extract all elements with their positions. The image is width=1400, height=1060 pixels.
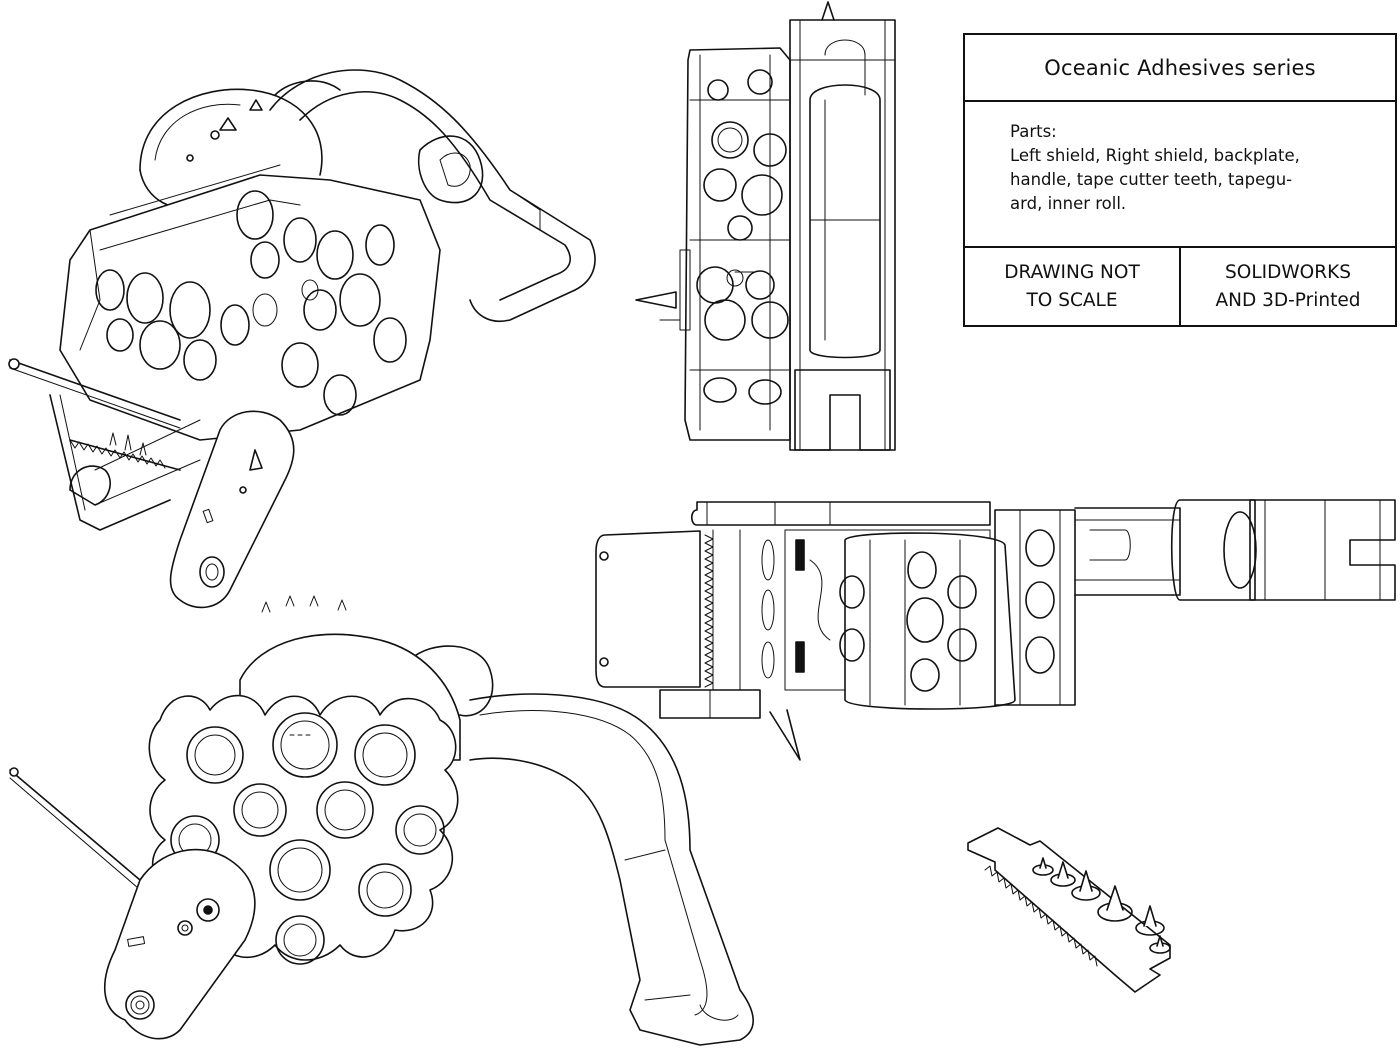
- shields-top: [761, 509, 1076, 710]
- spike-side: [635, 291, 677, 309]
- axle-rear: [9, 767, 141, 889]
- title-block-notes: DRAWING NOT TO SCALE SOLIDWORKS AND 3D-P…: [965, 248, 1395, 325]
- parts-line: handle, tape cutter teeth, tapegu-: [1010, 170, 1293, 189]
- isometric-view-bottom-left: [9, 595, 754, 1046]
- scale-note: DRAWING NOT TO SCALE: [965, 248, 1179, 325]
- side-view-top-center: [635, 1, 896, 451]
- inner-roll-top: [139, 80, 341, 209]
- parts-label: Parts:: [1010, 122, 1057, 141]
- software-note-line: AND 3D-Printed: [1215, 289, 1361, 311]
- backplate-top: [595, 501, 991, 719]
- roll-body-side: [684, 47, 791, 441]
- parts-list: Parts: Left shield, Right shield, backpl…: [965, 102, 1395, 248]
- backplate-iso: [8, 358, 201, 531]
- side-plate-rear: [104, 848, 256, 1040]
- cutter-teeth-iso: [69, 432, 181, 471]
- backplate-side: [789, 19, 896, 451]
- parts-line: ard, inner roll.: [1010, 194, 1127, 213]
- spike-top-view: [769, 709, 801, 761]
- parts-line: Left shield, Right shield, backplate,: [1010, 146, 1300, 165]
- scale-note-line: TO SCALE: [1026, 289, 1118, 311]
- isometric-view-top-left: [8, 69, 596, 609]
- handle: [269, 69, 596, 322]
- spike-top: [821, 1, 835, 21]
- handle-top: [1074, 499, 1396, 601]
- tape-cutter-teeth: [967, 827, 1171, 993]
- right-shield-plate-iso: [169, 410, 295, 609]
- top-view-right: [595, 499, 1396, 761]
- software-note: SOLIDWORKS AND 3D-Printed: [1179, 248, 1395, 325]
- scale-note-line: DRAWING NOT: [1004, 261, 1140, 283]
- software-note-line: SOLIDWORKS: [1225, 261, 1351, 283]
- cutter-teeth-detail: [967, 827, 1171, 993]
- handle-rear: [409, 645, 754, 1046]
- cutter-teeth-top: [704, 529, 741, 691]
- left-shield-iso: [59, 164, 441, 441]
- title-block: Oceanic Adhesives series Parts: Left shi…: [963, 33, 1397, 327]
- drawing-title: Oceanic Adhesives series: [965, 35, 1395, 102]
